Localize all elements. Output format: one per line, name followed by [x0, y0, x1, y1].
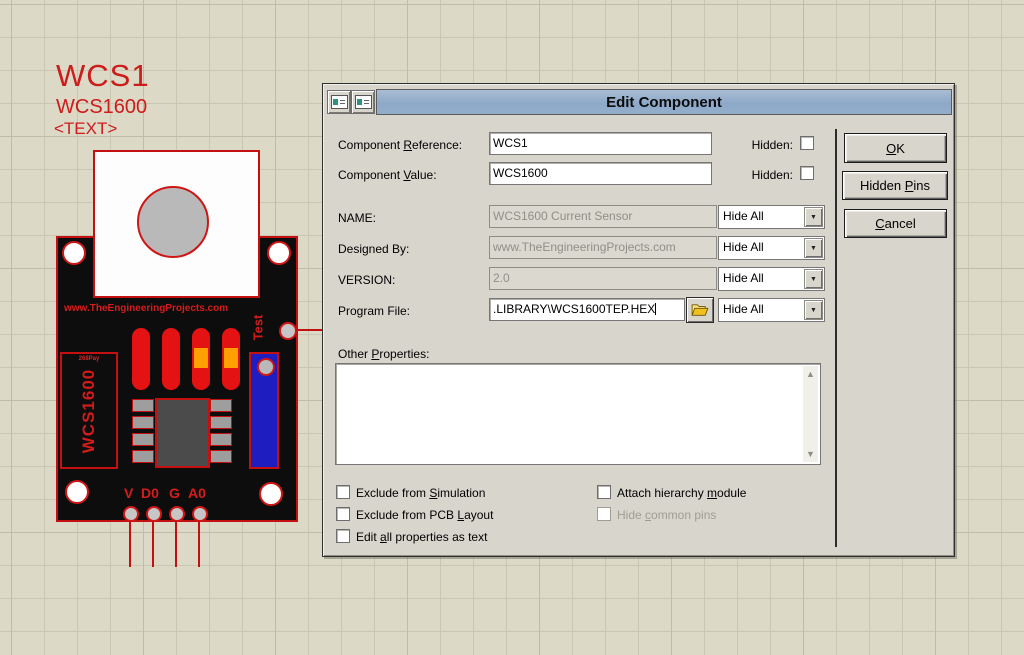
attach-hierarchy-module-label: Attach hierarchy module: [617, 486, 747, 500]
hidden-pins-button[interactable]: Hidden Pins: [842, 171, 948, 200]
ic-pad: [132, 450, 154, 463]
mount-hole-bottom-right: [259, 482, 283, 506]
scroll-up-icon[interactable]: ▲: [806, 369, 815, 379]
program-file-label: Program File:: [338, 304, 411, 318]
exclude-from-pcb-layout-label: Exclude from PCB Layout: [356, 508, 494, 522]
scroll-down-icon[interactable]: ▼: [806, 449, 815, 459]
browse-file-button[interactable]: [686, 297, 714, 323]
other-properties-label: Other Properties:: [338, 347, 430, 361]
mount-hole-top-right: [267, 241, 291, 265]
name-input: WCS1600 Current Sensor: [489, 205, 717, 228]
sensor-hole: [137, 186, 209, 258]
hidden-reference-checkbox[interactable]: [800, 136, 814, 150]
program-file-visibility-select[interactable]: Hide All ▼: [718, 298, 825, 322]
pin-label-a0: A0: [188, 485, 206, 501]
side-small-text: 268Pay: [78, 356, 100, 362]
name-visibility-select[interactable]: Hide All ▼: [718, 205, 825, 229]
cancel-button[interactable]: Cancel: [844, 209, 947, 238]
pin-v[interactable]: [123, 506, 139, 522]
other-properties-textarea[interactable]: ▲ ▼: [335, 363, 821, 465]
version-visibility-select[interactable]: Hide All ▼: [718, 267, 825, 291]
version-label: VERSION:: [338, 273, 396, 287]
exclude-from-simulation-checkbox[interactable]: [336, 485, 350, 499]
hide-common-pins-label: Hide common pins: [617, 508, 717, 522]
wire-d0[interactable]: [152, 521, 154, 567]
chevron-down-icon[interactable]: ▼: [804, 269, 823, 289]
version-input: 2.0: [489, 267, 717, 290]
dialog-sheet-icon-1[interactable]: [327, 90, 351, 114]
designed-by-visibility-select[interactable]: Hide All ▼: [718, 236, 825, 260]
side-component-box: WCS1600: [60, 352, 118, 469]
slot-pad-orange-2: [224, 348, 238, 368]
chevron-down-icon[interactable]: ▼: [804, 238, 823, 258]
component-ref-annotation[interactable]: WCS1: [56, 58, 150, 93]
dialog-titlebar[interactable]: Edit Component: [376, 89, 952, 115]
board-slot-2: [162, 328, 180, 390]
component-value-annotation[interactable]: WCS1600: [56, 96, 148, 118]
side-component-label: WCS1600: [79, 368, 99, 453]
board-brand-text: www.TheEngineeringProjects.com: [64, 303, 229, 314]
chevron-down-icon[interactable]: ▼: [804, 300, 823, 320]
pin-d0[interactable]: [146, 506, 162, 522]
hidden-label-value: Hidden:: [751, 168, 793, 182]
wire-v[interactable]: [129, 521, 131, 567]
hide-common-pins-checkbox: [597, 507, 611, 521]
board-slot-1: [132, 328, 150, 390]
component-reference-label: Component Reference:: [338, 138, 463, 152]
ic-pad: [210, 416, 232, 429]
program-file-input[interactable]: .LIBRARY\WCS1600TEP.HEX: [489, 298, 685, 321]
designed-by-input: www.TheEngineeringProjects.com: [489, 236, 717, 259]
dialog-title: Edit Component: [606, 93, 722, 111]
edit-component-dialog: Edit Component Component Reference: WCS1…: [322, 83, 955, 557]
wire-g[interactable]: [175, 521, 177, 567]
edit-all-properties-checkbox[interactable]: [336, 529, 350, 543]
ic-pad: [132, 416, 154, 429]
open-folder-icon: [691, 304, 709, 316]
mini-window-icon: [330, 95, 348, 109]
designed-by-label: Designed By:: [338, 242, 410, 256]
test-pin[interactable]: [279, 322, 297, 340]
ic-pad: [210, 433, 232, 446]
ic-chip: [155, 398, 210, 468]
mini-window-icon: [354, 95, 372, 109]
dialog-sheet-icon-2[interactable]: [351, 90, 375, 114]
pin-a0[interactable]: [192, 506, 208, 522]
ic-pad: [132, 399, 154, 412]
text-caret: [655, 303, 657, 315]
hidden-label-reference: Hidden:: [751, 138, 793, 152]
button-divider: [835, 129, 837, 547]
ic-pad: [210, 399, 232, 412]
pin-label-g: G: [169, 485, 180, 501]
exclude-from-pcb-layout-checkbox[interactable]: [336, 507, 350, 521]
potentiometer-screw: [257, 358, 275, 376]
test-pin-label: Test: [250, 314, 266, 340]
ic-pad: [132, 433, 154, 446]
pin-label-d0: D0: [141, 485, 159, 501]
component-value-label: Component Value:: [338, 168, 437, 182]
component-text-placeholder[interactable]: <TEXT>: [54, 119, 118, 138]
slot-pad-orange-1: [194, 348, 208, 368]
component-value-input[interactable]: WCS1600: [489, 162, 712, 185]
attach-hierarchy-module-checkbox[interactable]: [597, 485, 611, 499]
ic-pad: [210, 450, 232, 463]
ok-button[interactable]: OK: [844, 133, 947, 163]
name-label: NAME:: [338, 211, 377, 225]
pin-g[interactable]: [169, 506, 185, 522]
test-wire[interactable]: [295, 329, 322, 331]
edit-all-properties-label: Edit all properties as text: [356, 530, 488, 544]
component-reference-input[interactable]: WCS1: [489, 132, 712, 155]
other-properties-scrollbar[interactable]: ▲ ▼: [803, 366, 818, 462]
test-label-wrap: Test: [246, 304, 270, 350]
exclude-from-simulation-label: Exclude from Simulation: [356, 486, 486, 500]
wire-a0[interactable]: [198, 521, 200, 567]
mount-hole-bottom-left: [65, 480, 89, 504]
hidden-value-checkbox[interactable]: [800, 166, 814, 180]
chevron-down-icon[interactable]: ▼: [804, 207, 823, 227]
mount-hole-top-left: [62, 241, 86, 265]
pin-label-v: V: [124, 485, 134, 501]
